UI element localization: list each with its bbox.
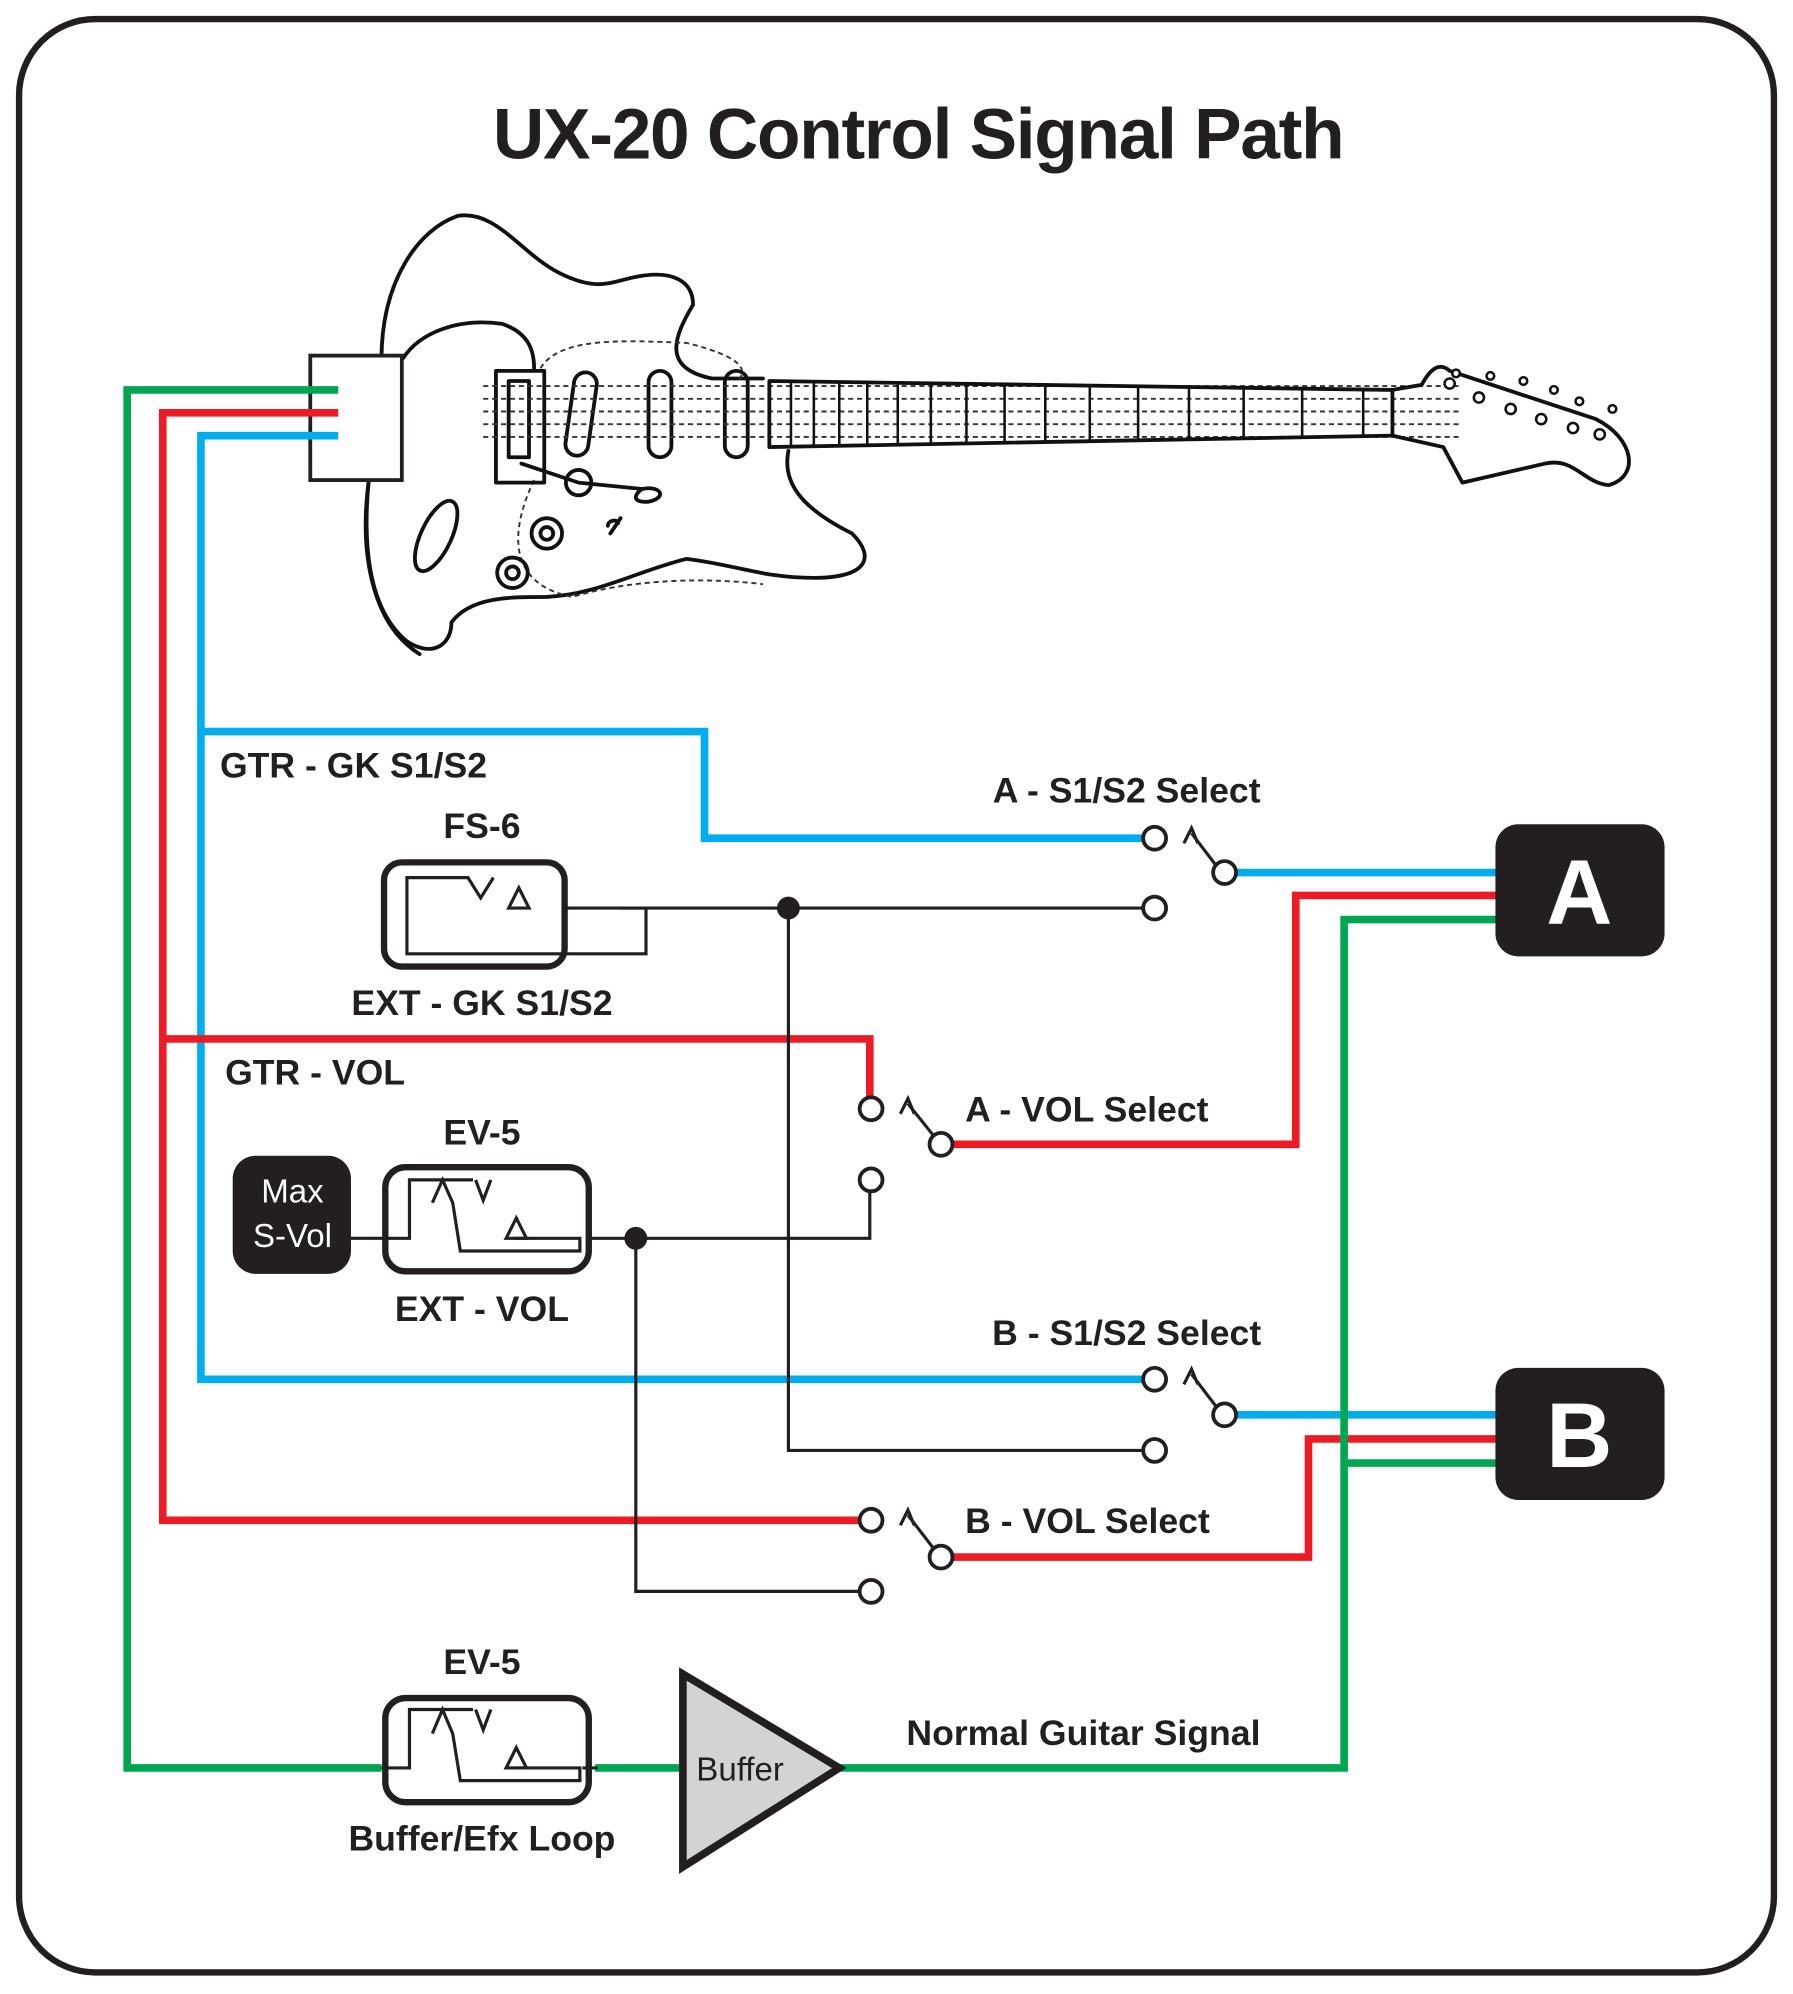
diagram-title: UX-20 Control Signal Path xyxy=(493,96,1343,175)
a-s1s2-switch-icon[interactable] xyxy=(1141,824,1238,922)
output-a-label: A xyxy=(1546,841,1612,943)
junction-dot xyxy=(776,896,800,920)
ev5-vol-label: EV-5 xyxy=(443,1112,520,1152)
tuning-pegs xyxy=(1443,368,1618,441)
max-svol-line1: Max xyxy=(261,1174,324,1211)
ext-gk-label: EXT - GK S1/S2 xyxy=(351,983,612,1023)
fs6-label: FS-6 xyxy=(443,806,520,846)
normal-guitar-signal-label: Normal Guitar Signal xyxy=(906,1713,1260,1753)
gk-pickup-box xyxy=(308,353,404,482)
ev5-loop-pedal-icon xyxy=(381,1694,598,1806)
volume-wires xyxy=(158,408,1498,1561)
max-svol-box: Max S-Vol xyxy=(232,1155,351,1274)
output-b-label: B xyxy=(1546,1385,1612,1487)
output-a-box: A xyxy=(1495,824,1665,957)
buffer-efx-loop-label: Buffer/Efx Loop xyxy=(348,1819,615,1859)
fret-lines xyxy=(789,381,1365,448)
buffer-label: Buffer xyxy=(696,1752,784,1789)
b-s1s2-select-label: B - S1/S2 Select xyxy=(992,1313,1261,1353)
gk-s1s2-wires xyxy=(197,431,1498,1419)
buffer-amplifier-icon: Buffer xyxy=(679,1667,847,1874)
b-s1s2-switch-icon[interactable] xyxy=(1141,1365,1238,1464)
a-s1s2-select-label: A - S1/S2 Select xyxy=(993,771,1261,811)
a-vol-select-label: A - VOL Select xyxy=(965,1089,1208,1129)
fs6-footswitch-icon xyxy=(380,859,648,970)
max-svol-line2: S-Vol xyxy=(253,1218,332,1255)
guitar-signal-wires xyxy=(123,386,1498,1772)
ev5-loop-label: EV-5 xyxy=(443,1642,520,1682)
gtr-vol-label: GTR - VOL xyxy=(225,1053,405,1093)
electric-guitar-icon xyxy=(308,213,1631,656)
a-vol-switch-icon[interactable] xyxy=(857,1094,955,1194)
ext-vol-label: EXT - VOL xyxy=(395,1289,569,1329)
b-vol-select-label: B - VOL Select xyxy=(965,1501,1210,1541)
b-vol-switch-icon[interactable] xyxy=(857,1506,955,1605)
ev5-expression-pedal-icon xyxy=(382,1164,592,1275)
gtr-gk-label: GTR - GK S1/S2 xyxy=(220,745,487,785)
output-b-box: B xyxy=(1495,1367,1665,1500)
control-wires xyxy=(350,896,1155,1593)
junction-dot xyxy=(624,1226,648,1250)
diagram-frame xyxy=(15,15,1778,1976)
